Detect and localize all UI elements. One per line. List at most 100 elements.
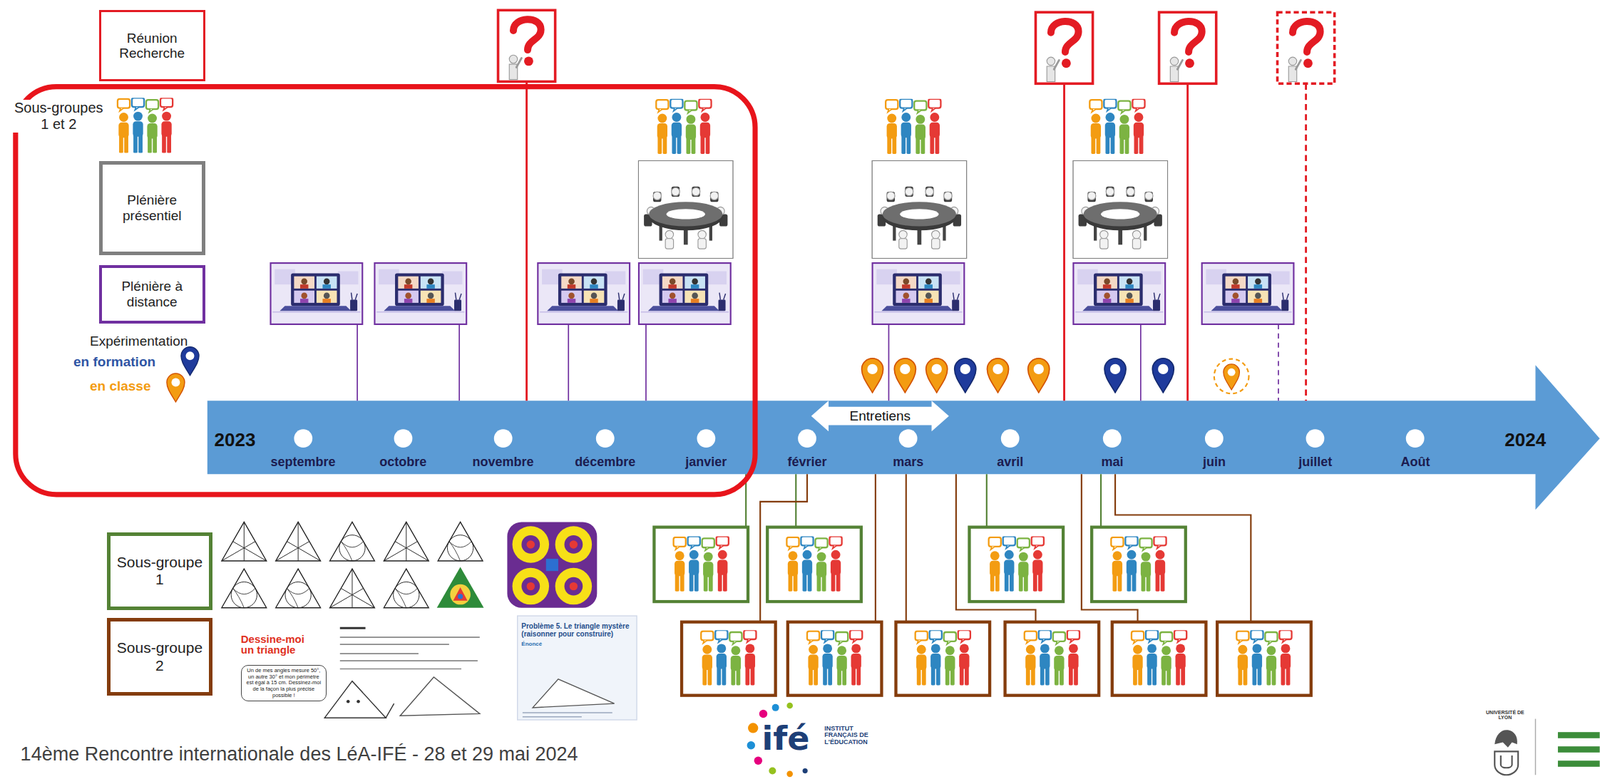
interview-double-arrow: [811, 400, 950, 432]
remote-plenary-icon-part: [374, 263, 467, 325]
question-box-part: [1159, 12, 1217, 84]
subgroup-session-box-part: [1236, 630, 1292, 686]
meeting-leader-line-part-part: [458, 324, 460, 401]
ife-logo-part: [768, 767, 776, 776]
meeting-leader-line-part: [745, 474, 1101, 527]
month-dot-part: [697, 429, 716, 448]
subgroup-icon-part: [117, 97, 173, 153]
subgroup-session-box-part: [807, 630, 863, 686]
triangle-figures-part: [330, 521, 376, 562]
month-dot-part: [899, 429, 918, 448]
knot-figure-part: [526, 540, 535, 549]
triangle-figures-part: [221, 568, 267, 609]
experiment-pin-part: [1104, 358, 1126, 393]
subgroup-legend-box: Sous-groupe 2: [106, 618, 212, 696]
knot-figure-part: [521, 577, 540, 597]
triangle-figures-part: [449, 584, 471, 606]
experiment-pin-part: [954, 358, 977, 393]
question-box-part: [1288, 21, 1320, 82]
subgroup-icon-part: [655, 99, 711, 155]
box-label: Plénière présentiel: [108, 192, 197, 224]
worksheet-thumbnail-part: [324, 681, 386, 719]
meeting-leader-line-part-part: [1100, 474, 1102, 527]
month-label: octobre: [379, 454, 427, 470]
university-logo-part: [1494, 751, 1519, 776]
worksheet-title: Problème 5. Le triangle mystère (raisonn…: [521, 622, 634, 639]
remote-plenary-icon-part: [537, 263, 630, 325]
meeting-leader-line-part: [1304, 83, 1307, 401]
remote-plenary-icon-part: [638, 263, 731, 325]
ife-logo-part: [786, 703, 793, 710]
knot-figure-part: [512, 568, 550, 606]
month-dot-part: [494, 429, 513, 448]
knot-figure-part: [506, 521, 597, 608]
month-label: mars: [892, 454, 924, 470]
experiment-pin-part: [181, 347, 199, 376]
month-label: décembre: [574, 454, 636, 470]
ife-logo-part: [747, 722, 758, 733]
question-box-part: [498, 9, 556, 82]
university-logo-part: [1557, 746, 1600, 753]
month-dot-part: [1204, 429, 1224, 448]
box-label: Sous-groupe 2: [116, 639, 203, 674]
worksheet-thumbnail-part: [340, 628, 480, 669]
plenary-meeting-icon-part: [1073, 161, 1168, 259]
subgroup-session-box-part: [653, 527, 1186, 602]
subgroup-session-box-part-part: [767, 527, 862, 602]
meeting-leader-line-part-part: [1140, 324, 1142, 401]
plenary-meeting-icon-part: [638, 161, 733, 259]
subgroup-session-box: [653, 527, 1311, 696]
university-logo-part: [1557, 760, 1600, 768]
question-box-part: [509, 19, 541, 80]
question-box-part: [1046, 21, 1079, 82]
knot-figure-part: [521, 535, 540, 555]
triangle-figures-part: [383, 568, 429, 609]
plenary-meeting-icon-part: [872, 161, 967, 259]
month-dot-part: [1103, 429, 1122, 448]
remote-plenary-icon-part: [1202, 263, 1295, 325]
logo-text: ifé: [755, 720, 817, 758]
worksheet-thumbnail-part: [385, 703, 394, 719]
knot-figure-part: [564, 535, 584, 555]
plenary-meeting-icon-part: [1073, 161, 1168, 259]
subgroup-session-box-part-part: [653, 527, 748, 602]
subgroup-session-box-part: [1024, 630, 1080, 686]
university-logo-part: [1494, 730, 1518, 748]
question-box-part: [1170, 21, 1202, 82]
ife-logo-part: [747, 741, 756, 750]
worksheet-thumbnail-part: [346, 700, 351, 704]
plenary-meeting-icon-part: [638, 161, 733, 259]
worksheet-thumbnail-part-part: [340, 668, 462, 671]
experiment-pin: [166, 347, 1250, 403]
period-label: Entretiens: [828, 408, 932, 425]
ife-logo-part: [759, 710, 768, 719]
remote-plenary-icon-part: [270, 263, 363, 325]
month-label: mai: [1100, 454, 1123, 470]
worksheet-thumbnail-part-part: [340, 627, 366, 630]
university-logo-part: [1557, 732, 1600, 739]
remote-plenary-icon-part: [638, 263, 731, 325]
triangle-figures-part: [437, 566, 485, 608]
subgroup-session-box-part-part: [1112, 622, 1207, 696]
subgroup-session-box-part: [673, 536, 729, 592]
subgroup-session-box-part-part: [1217, 622, 1312, 696]
knot-figure-part: [512, 526, 550, 564]
remote-plenary-icon-part: [872, 263, 965, 325]
worksheet-thumbnail-part-part: [522, 716, 582, 718]
worksheet-thumbnail-part: [356, 700, 361, 704]
meeting-leader-line-part-part: [986, 474, 988, 527]
experiment-pin-part: [894, 358, 916, 393]
subgroup-icon: [117, 97, 1146, 155]
month-label: Août: [1400, 454, 1430, 470]
university-logo-part: [1535, 719, 1536, 776]
subgroup-icon-part: [885, 99, 941, 155]
knot-figure-part: [555, 526, 593, 564]
worksheet-thumbnail-part: [517, 616, 637, 721]
university-logo: [1494, 719, 1600, 776]
month-dot-part: [1406, 429, 1425, 448]
meeting-leader-line-part-part: [795, 474, 797, 527]
subgroup-session-box-part: [700, 630, 756, 686]
knot-figure-part: [564, 577, 584, 597]
worksheet-thumbnail-part-part: [340, 643, 450, 646]
